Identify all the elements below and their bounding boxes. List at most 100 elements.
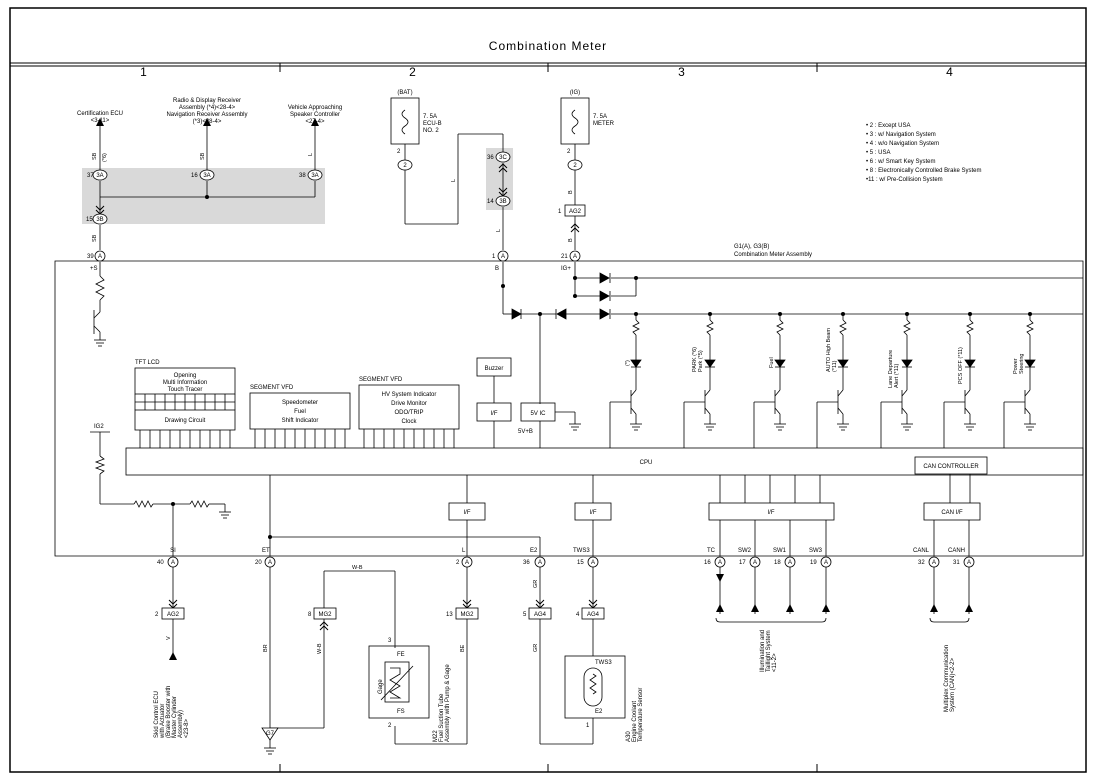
legend: • 2 : Except USA • 3 : w/ Navigation Sys… [866,123,981,183]
indicator-label: AUTO High Beam [826,328,832,372]
signal-e2: E2 [530,548,538,554]
legend-item: • 3 : w/ Navigation System [866,132,936,138]
pin-20: 20 [255,560,262,566]
pin-letter: A [788,560,792,566]
pin-32: 32 [918,560,925,566]
fs-label: FS [397,709,405,715]
pin-16: 16 [704,560,711,566]
tft-line: Opening [174,373,197,379]
legend-item: • 5 : USA [866,150,890,156]
indicator-label: PCS OFF (*11) [958,347,964,384]
ig-fuse-label: 7. 5A [593,114,607,120]
pin-4: 4 [576,612,580,618]
junction-3b: 3B [499,199,506,205]
can-controller-label: CAN CONTROLLER [923,464,979,470]
pin-1: 1 [492,254,496,260]
bat-fuse-label: NO. 2 [423,128,439,134]
junction-3c: 3C [499,155,507,161]
fuse-pin: 2 [573,163,577,169]
pin-letter: A [718,560,722,566]
vehicle-approach-label: Speaker Controller [290,112,340,118]
indicator-label: (*11) [832,360,838,372]
sv-b-label: 5V+B [518,429,533,435]
wire-b: B [568,238,574,242]
switch-if-box [708,502,835,521]
tft-line: Multi Information [163,380,207,386]
signal-b: B [495,266,499,272]
indicator-stages [609,314,1036,448]
connector-ag4: AG4 [587,612,600,618]
bat-fuse-label: ECU-B [423,121,442,127]
signal-et: ET [262,548,270,554]
skid-label: Assembly) [178,710,184,738]
junction-3b: 3B [96,217,103,223]
pin-13: 13 [446,612,453,618]
wire-sb: SB [92,234,98,242]
pin-letter: A [932,560,936,566]
can-if-box [923,502,981,521]
bat-fuse-label: 7. 5A [423,114,437,120]
segment-vfd-1-box [249,392,351,430]
if-label: I/F [491,411,498,417]
vfd1-line: Speedometer [282,400,318,406]
pin-17: 17 [739,560,746,566]
column-2: 2 [409,65,417,79]
signal-sw1: SW1 [773,548,787,554]
meter-assembly-ref: G1(A), G3(B) [734,244,769,250]
ig2-label: IG2 [94,424,104,430]
if-label: I/F [768,510,775,516]
column-1: 1 [140,65,148,79]
cpu-label: CPU [640,460,653,466]
tft-lcd-label: TFT LCD [135,360,160,366]
ground-g7: G7 [266,731,275,737]
vfd2-line: Clock [401,419,417,425]
indicator-label: (*) [625,360,631,366]
pin-letter: A [171,560,175,566]
signal-si: SI [170,548,176,554]
pin-letter: A [501,254,505,260]
pin-18: 18 [774,560,781,566]
wire-sb: SB [200,152,206,160]
fuel-gage-label: Assembly with Pump & Gage [445,664,451,742]
sv-ic-label: 5V IC [530,411,546,417]
illum-label: <11-2> [772,653,778,672]
can-controller-box [914,456,988,475]
ig-fuse-label: METER [593,121,615,127]
pin-letter: A [98,254,102,260]
wire-sb6: (*6) [102,153,108,162]
vfd2-line: HV System Indicator [382,392,437,398]
bat-label: (BAT) [397,90,412,96]
indicator-label: Park (*5) [698,350,704,372]
legend-item: • 6 : w/ Smart Key System [866,159,935,165]
legend-item: • 8 : Electronically Controlled Brake Sy… [866,168,981,174]
connector-mg2: MG2 [318,612,332,618]
pin-15: 15 [86,217,93,223]
pin-letter: A [465,560,469,566]
wire-l: L [451,179,457,182]
signal-sw3: SW3 [809,548,823,554]
coolant-label: Temperature Sensor [638,688,644,742]
illum-label: Illumination and [760,630,766,672]
connector-ag2: AG2 [569,209,582,215]
pin-letter: A [591,560,595,566]
signal-canh: CANH [948,548,965,554]
pin-2: 2 [388,723,392,729]
radio-label: (*3)<28-4> [193,119,222,125]
pin-1: 1 [586,723,590,729]
diagram-title: Combination Meter [489,39,607,53]
wire-sb: SB [92,152,98,160]
e2-label: E2 [595,709,603,715]
signal-ig-plus: IG+ [561,266,571,272]
pin-5: 5 [523,612,527,618]
pin-8: 8 [308,612,312,618]
pin-16: 16 [191,173,198,179]
fe-label: FE [397,652,405,658]
pin-3: 3 [388,638,392,644]
skid-label: <23-8> [184,718,190,738]
segment-vfd-2-box [358,384,460,430]
pin-14: 14 [487,199,494,205]
indicator-label: PARK (*6) [692,347,698,372]
wire-v: V [166,636,172,640]
wire-l: L [496,229,502,232]
